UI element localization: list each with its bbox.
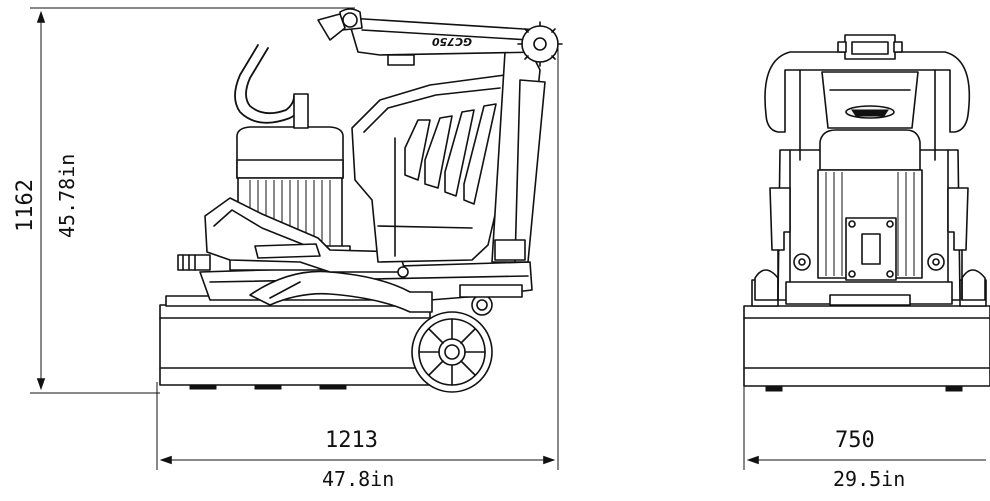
front-motor (817, 129, 923, 281)
height-dimension: 1162 45.78in (13, 7, 355, 394)
main-cover (351, 74, 521, 263)
rear-wheel (411, 311, 493, 393)
gear-knob (517, 21, 563, 67)
length-in-label: 47.8in (322, 467, 394, 491)
width-dimension: 750 29.5in (743, 365, 986, 491)
j-handlebar (234, 44, 309, 129)
height-mm-label: 1162 (13, 179, 38, 232)
length-mm-label: 1213 (325, 428, 378, 453)
front-bumper (177, 197, 409, 278)
side-view: 1162 45.78in 1213 47.8in (13, 7, 563, 491)
front-handle-loop (764, 51, 971, 161)
brand-mark: GC750 (432, 35, 472, 48)
front-view: 750 29.5in (743, 34, 990, 491)
width-in-label: 29.5in (833, 467, 905, 491)
width-mm-label: 750 (835, 428, 875, 453)
height-in-label: 45.78in (55, 154, 79, 238)
upper-arm: GC750 (317, 8, 543, 66)
front-badge-tray (821, 71, 919, 129)
vacuum-hose (249, 270, 433, 313)
front-side-brackets (769, 187, 969, 301)
grinding-deck (159, 295, 431, 390)
length-dimension: 1213 47.8in (156, 42, 559, 491)
front-control-box (837, 34, 903, 60)
front-deck (743, 279, 990, 392)
